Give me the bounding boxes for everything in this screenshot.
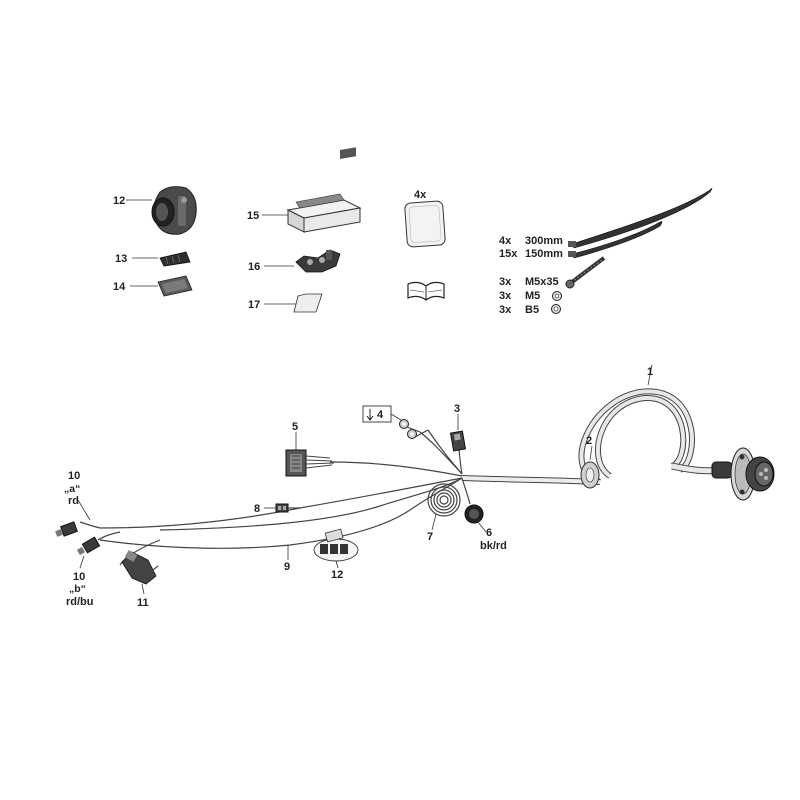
label-part-6-color: bk/rd xyxy=(480,540,507,552)
label-part-8: 8 xyxy=(254,503,260,515)
label-part-16: 16 xyxy=(248,261,260,273)
lamp-socket-part-11 xyxy=(121,550,159,585)
control-module-part-15 xyxy=(286,147,362,233)
label-part-10b-sub: „b“ xyxy=(69,583,86,595)
label-part-6: 6 xyxy=(486,527,492,539)
label-part-10a-color: rd xyxy=(68,495,79,507)
label-part-10a-sub: „a“ xyxy=(64,483,80,495)
connector-part-5 xyxy=(285,449,335,477)
trailer-socket-assembly xyxy=(711,447,775,501)
adhesive-pad-4x xyxy=(404,200,446,248)
hw-row3-size: M5x35 xyxy=(525,276,559,288)
clip-holder-part-12 xyxy=(313,528,359,562)
hw-row1-qty: 4x xyxy=(499,235,512,247)
grommet-part-2 xyxy=(580,461,600,489)
hw-row2-qty: 15x xyxy=(499,248,518,260)
hw-row5-qty: 3x xyxy=(499,304,512,316)
label-part-5: 5 xyxy=(292,421,298,433)
label-part-3: 3 xyxy=(454,403,460,415)
label-part-11: 11 xyxy=(137,597,149,609)
connector-part-3 xyxy=(449,430,467,452)
harness-branch-wires xyxy=(79,429,471,566)
connector-part-8 xyxy=(275,503,300,513)
plug-part-10b xyxy=(76,531,121,556)
ring-terminals-part-4 xyxy=(399,419,429,439)
label-part-15: 15 xyxy=(247,210,259,222)
label-part-7: 7 xyxy=(427,531,433,543)
label-part-4: 4 xyxy=(377,409,384,421)
label-part-10a: 10 xyxy=(68,470,80,482)
cable-tie-300mm xyxy=(568,188,713,249)
label-pad-qty: 4x xyxy=(414,189,427,201)
label-part-13: 13 xyxy=(115,253,127,265)
socket-part-12 xyxy=(151,186,197,235)
label-part-10b: 10 xyxy=(73,571,85,583)
coiled-wire-part-7 xyxy=(427,483,461,517)
label-part-14: 14 xyxy=(113,281,126,293)
bolt-m5x35 xyxy=(565,256,606,289)
plug-part-10a xyxy=(55,521,78,537)
washer-b5 xyxy=(551,304,561,314)
hw-row3-qty: 3x xyxy=(499,276,512,288)
hw-row4-qty: 3x xyxy=(499,290,512,302)
seal-part-13 xyxy=(159,251,191,267)
label-part-2: 2 xyxy=(586,435,592,447)
hw-row2-size: 150mm xyxy=(525,248,563,260)
seal-part-14 xyxy=(157,275,193,297)
coiled-wire-part-6 xyxy=(464,504,484,524)
label-sticker-part-17 xyxy=(293,293,323,313)
book-icon xyxy=(407,281,445,301)
hw-row5-size: B5 xyxy=(525,304,539,316)
cable-tie-150mm xyxy=(568,221,663,259)
label-part-17: 17 xyxy=(248,299,260,311)
hw-row4-size: M5 xyxy=(525,290,540,302)
label-box-part-4: 4 xyxy=(362,405,402,423)
label-part-9: 9 xyxy=(284,561,290,573)
label-part-12-socket: 12 xyxy=(113,195,125,207)
hw-row1-size: 300mm xyxy=(525,235,563,247)
main-trunk-cable xyxy=(461,475,601,485)
nut-m5 xyxy=(552,291,562,301)
label-part-12-clip: 12 xyxy=(331,569,343,581)
label-part-1: 1 xyxy=(647,366,653,378)
label-part-10b-color: rd/bu xyxy=(66,596,94,608)
main-cable-coil-part-1 xyxy=(578,388,723,485)
clamp-part-16 xyxy=(295,249,341,273)
